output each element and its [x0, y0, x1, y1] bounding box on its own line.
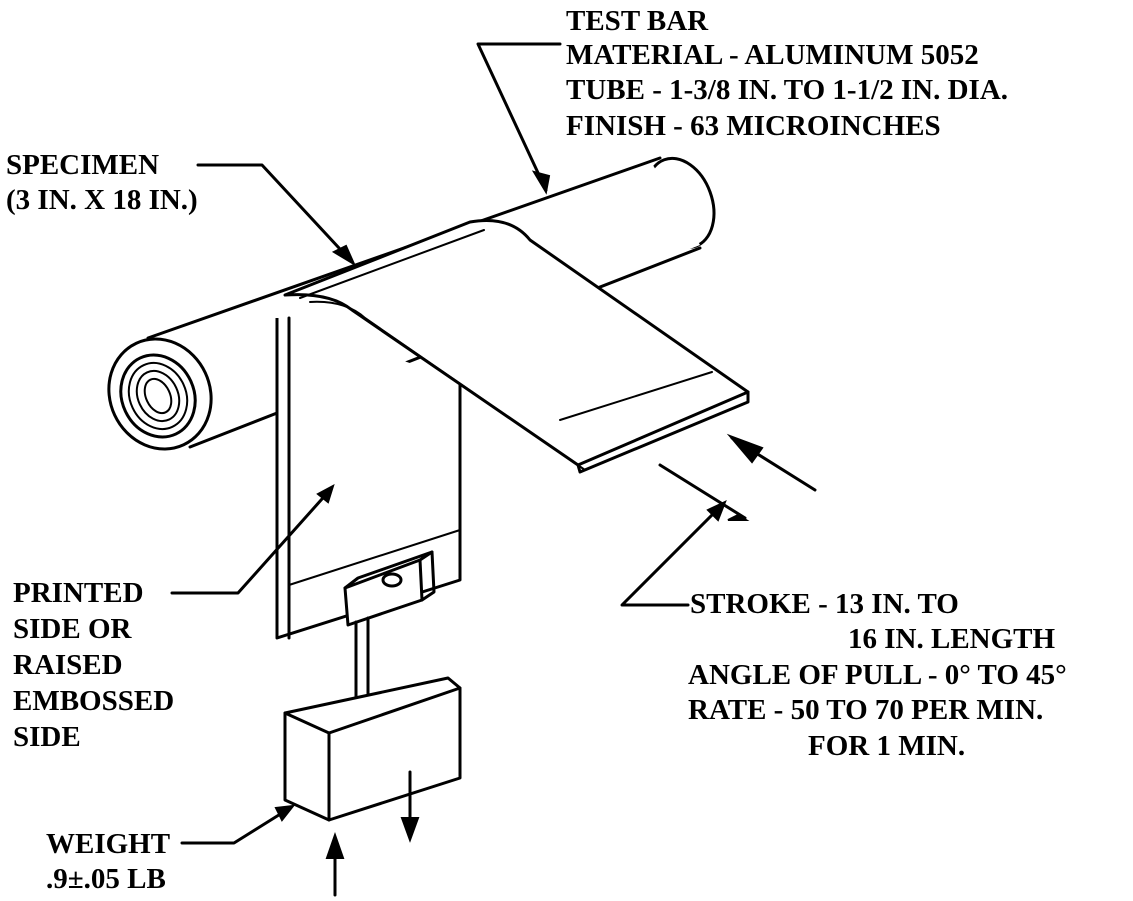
test-bar-finish: FINISH - 63 MICROINCHES: [566, 110, 941, 142]
stroke-line-2: 16 IN. LENGTH: [848, 623, 1056, 655]
stroke-direction-arrows: [658, 433, 817, 521]
printed-side-line-3: RAISED: [13, 649, 123, 681]
angle-of-pull: ANGLE OF PULL - 0° TO 45°: [688, 659, 1067, 691]
stroke-callout: STROKE - 13 IN. TO 16 IN. LENGTH ANGLE O…: [688, 588, 1067, 762]
test-bar-tube-diameter: TUBE - 1-3/8 IN. TO 1-1/2 IN. DIA.: [566, 74, 1008, 106]
test-bar-title: TEST BAR: [566, 5, 709, 37]
weight-value: .9±.05 LB: [46, 863, 166, 895]
printed-side-line-1: PRINTED: [13, 577, 144, 609]
specimen-title: SPECIMEN: [6, 149, 159, 181]
weight-callout: WEIGHT .9±.05 LB: [46, 828, 170, 895]
stroke-rate: RATE - 50 TO 70 PER MIN.: [688, 694, 1043, 726]
printed-side-line-5: SIDE: [13, 721, 81, 753]
leader-lines: [170, 42, 727, 845]
printed-side-line-4: EMBOSSED: [13, 685, 174, 717]
specimen-clip: [343, 550, 436, 627]
stroke-duration: FOR 1 MIN.: [808, 730, 965, 762]
weight-title: WEIGHT: [46, 828, 170, 860]
printed-side-callout: PRINTED SIDE OR RAISED EMBOSSED SIDE: [13, 577, 174, 753]
stroke-line-1: STROKE - 13 IN. TO: [690, 588, 959, 620]
test-bar-material: MATERIAL - ALUMINUM 5052: [566, 39, 979, 71]
test-bar-callout: TEST BAR MATERIAL - ALUMINUM 5052 TUBE -…: [566, 5, 1008, 142]
specimen-callout: SPECIMEN (3 IN. X 18 IN.): [6, 149, 198, 216]
pull-rod: [354, 616, 370, 702]
weight-motion-arrows: [325, 770, 420, 897]
specimen-strip: [283, 218, 750, 474]
tube-bore-threads: [127, 361, 189, 431]
printed-side-line-2: SIDE OR: [13, 613, 133, 645]
specimen-size: (3 IN. X 18 IN.): [6, 184, 198, 216]
weight-block: [283, 676, 462, 822]
